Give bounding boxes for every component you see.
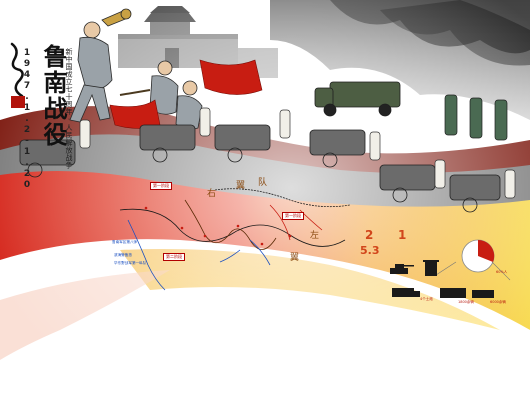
page-title: 鲁南战役 (39, 44, 68, 148)
flags (109, 59, 263, 129)
title-date: 1947.1.2-1.20 (22, 48, 32, 191)
direction-char: 队 (258, 178, 268, 188)
direction-char: 左 (310, 231, 320, 241)
stat-label: 1800余辆 (458, 300, 474, 304)
stat-label: 4个土炮 (420, 297, 433, 301)
truck (314, 81, 401, 117)
map-note: 滨海警备旅 (114, 253, 132, 257)
phase-label: 第一阶段 (282, 212, 304, 220)
pie-chart-icon (461, 239, 495, 273)
signature-seal (10, 42, 25, 108)
direction-char: 右 (207, 189, 217, 199)
map-note: 鲁南军区第八师 (112, 240, 138, 244)
battle-map (119, 188, 351, 291)
truck-icon (392, 288, 420, 297)
direction-char: 翼 (290, 253, 300, 263)
porters (79, 107, 516, 199)
stat-label: 60%人 (496, 270, 508, 274)
map-note: 华东野战军第一纵队 (114, 261, 147, 265)
artillery-icon (423, 260, 439, 276)
stat-label: 6000余辆 (490, 300, 506, 304)
stat-number: 1 (398, 228, 407, 242)
soldiers (69, 8, 203, 130)
phase-label: 第一阶段 (150, 182, 172, 190)
supply-carts (19, 124, 501, 213)
stat-number: 5.3 (360, 244, 380, 257)
direction-char: 翼 (236, 181, 246, 191)
stat-number: 2 (365, 228, 374, 242)
phase-label: 第二阶段 (163, 253, 185, 261)
tank-icon (390, 264, 414, 274)
title-subtitle: 新中国成立七十周年·人民解放战争 (65, 48, 73, 169)
